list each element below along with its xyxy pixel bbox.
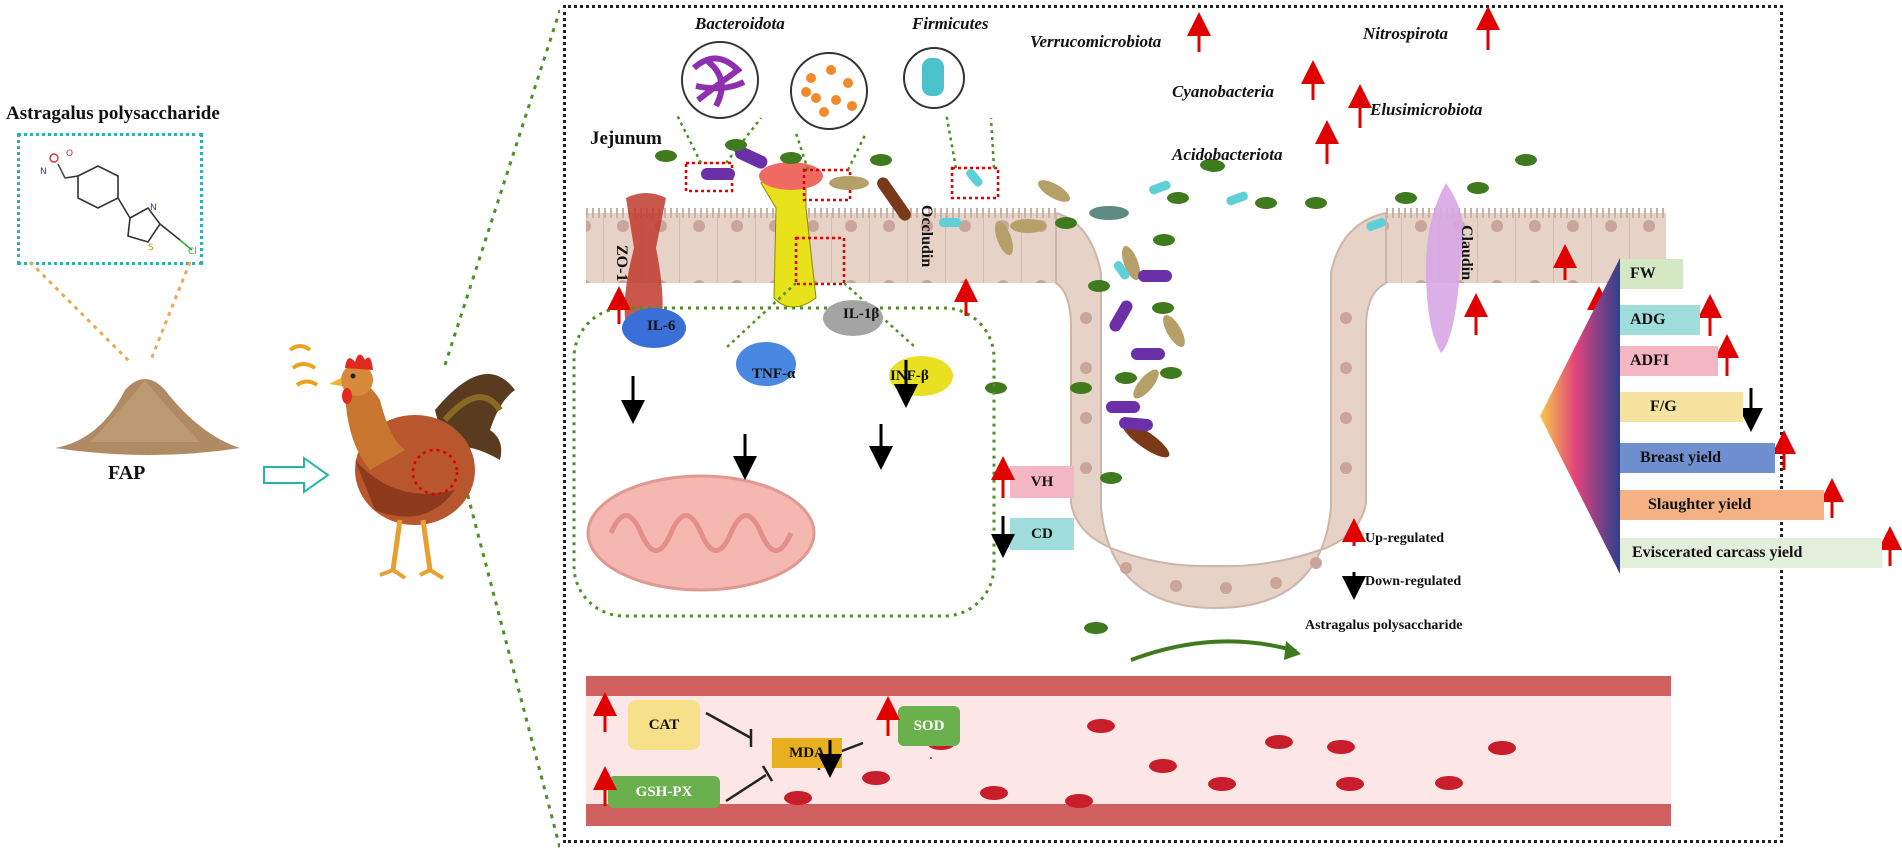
label-cyanobacteria: Cyanobacteria — [1172, 82, 1274, 101]
metric-slaughter-yield: Slaughter yield — [1620, 490, 1824, 520]
legend-aps: Astragalus polysaccharide — [1305, 618, 1463, 633]
label-il6: IL-6 — [647, 318, 676, 334]
label-verrucomicrobiota: Verrucomicrobiota — [1030, 32, 1162, 51]
metric-breast-yield: Breast yield — [1620, 443, 1775, 473]
compound-structure-icon: O N N S Cl — [40, 149, 197, 257]
svg-text:Cl: Cl — [188, 247, 197, 257]
metric-adfi: ADFI — [1620, 346, 1718, 376]
svg-text:O: O — [66, 149, 73, 159]
metric-adg: ADG — [1620, 305, 1700, 335]
legend-down: Down-regulated — [1365, 574, 1462, 589]
label-tnfa: TNF-α — [752, 366, 796, 382]
svg-text:S: S — [148, 243, 154, 253]
label-infb: INF-β — [890, 368, 929, 384]
label-bacteroidota: Bacteroidota — [695, 14, 785, 33]
gshpx-box: GSH-PX — [608, 776, 720, 808]
tissue-label: Jejunum — [590, 128, 662, 149]
rooster-icon — [288, 344, 515, 580]
label-il1b: IL-1β — [843, 306, 880, 322]
cat-box: CAT — [628, 700, 700, 750]
connector-lines — [28, 9, 560, 849]
svg-text:N: N — [150, 203, 157, 213]
metric-eviscerated-carcass-yield: Eviscerated carcass yield — [1620, 538, 1882, 568]
svg-text:N: N — [40, 167, 47, 177]
powder-label: FAP — [108, 462, 146, 484]
cd-box: CD — [1010, 518, 1074, 550]
right-arrow-icon — [263, 456, 330, 494]
label-nitrospirota: Nitrospirota — [1363, 24, 1449, 43]
label-firmicutes: Firmicutes — [912, 14, 989, 33]
compound-title: Astragalus polysaccharide — [6, 103, 220, 124]
sod-box: SOD — [898, 706, 960, 746]
metrics-gradient-wedge — [1540, 258, 1620, 574]
label-elusimicrobiota: Elusimicrobiota — [1370, 100, 1483, 119]
vh-box: VH — [1010, 466, 1074, 498]
powder-pile-icon — [55, 379, 240, 455]
metric-fg: F/G — [1620, 392, 1743, 422]
legend-up: Up-regulated — [1365, 531, 1445, 546]
compound-structure-box: O N N S Cl — [17, 133, 203, 265]
metric-fw: FW — [1620, 259, 1683, 289]
label-acidobacteriota: Acidobacteriota — [1172, 145, 1283, 164]
jejunum-panel — [563, 5, 1783, 843]
